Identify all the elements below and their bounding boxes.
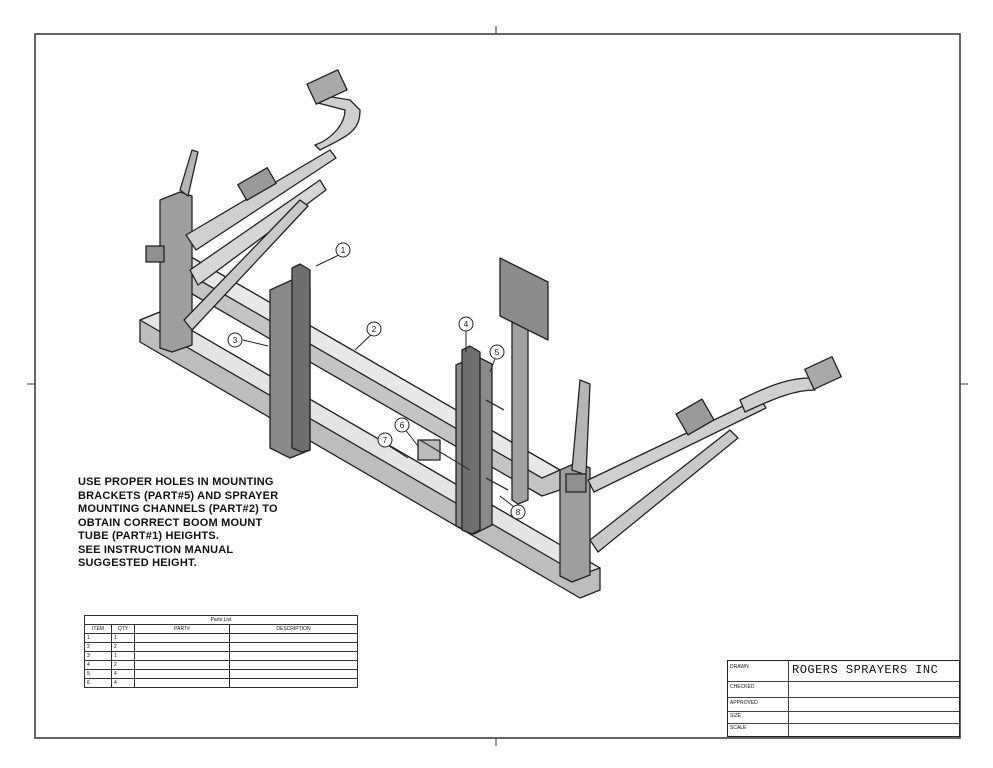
- left-arm-brace: [185, 149, 337, 251]
- center-post: [511, 305, 529, 505]
- balloon-numbers: 1 2 3 4 5 6 7 8: [233, 246, 521, 517]
- col-header: PART#: [134, 624, 230, 634]
- cell-qty: 2: [111, 660, 135, 670]
- cell-desc: [229, 678, 358, 688]
- cell-qty: 4: [111, 678, 135, 688]
- note-line: MOUNTING CHANNELS (PART#2) TO: [78, 503, 278, 515]
- title-block-row: [728, 711, 959, 724]
- col-header: ITEM: [84, 624, 112, 634]
- title-block-label: CHECKED: [730, 684, 755, 690]
- col-header: QTY: [111, 624, 135, 634]
- title-block: ROGERS SPRAYERS INC DRAWN CHECKED APPROV…: [727, 660, 960, 737]
- cell-item: 4: [84, 660, 112, 670]
- col-header: DESCRIPTION: [229, 624, 358, 634]
- cell-item: 1: [84, 633, 112, 643]
- balloon-1: [335, 242, 351, 258]
- balloon-number: 6: [400, 421, 405, 430]
- mount-plate: [499, 257, 549, 341]
- balloon-number: 7: [383, 436, 388, 445]
- cell-qty: 4: [111, 669, 135, 679]
- left-post-tab: [179, 149, 199, 197]
- balloon-6: [394, 417, 410, 433]
- left-post: [159, 191, 193, 353]
- cell-desc: [229, 633, 358, 643]
- cell-desc: [229, 669, 358, 679]
- cell-part: [134, 651, 230, 661]
- balloon-3: [227, 332, 243, 348]
- title-block-divider: [788, 661, 789, 736]
- balloon-8: [510, 504, 526, 520]
- title-block-row: [728, 681, 959, 698]
- cell-item: 5: [84, 669, 112, 679]
- cell-qty: 1: [111, 651, 135, 661]
- left-arm-bracket: [306, 69, 348, 105]
- installation-note: USE PROPER HOLES IN MOUNTING BRACKETS (P…: [78, 476, 378, 571]
- note-line: USE PROPER HOLES IN MOUNTING: [78, 476, 274, 488]
- balloon-number: 5: [495, 348, 500, 357]
- note-line: OBTAIN CORRECT BOOM MOUNT: [78, 516, 263, 529]
- cell-part: [134, 633, 230, 643]
- boom-mount-isometric: [139, 69, 842, 599]
- cell-desc: [229, 651, 358, 661]
- balloon-2: [366, 321, 382, 337]
- cell-item: 6: [84, 678, 112, 688]
- title-block-label: DRAWN: [730, 664, 749, 670]
- cell-part: [134, 642, 230, 652]
- right-arm-end: [739, 377, 816, 413]
- title-block-label: APPROVED: [730, 700, 758, 706]
- cell-qty: 2: [111, 642, 135, 652]
- balloon-number: 3: [233, 336, 238, 345]
- title-block-row: [728, 697, 959, 712]
- balloon-callouts: [227, 242, 526, 520]
- balloon-number: 1: [341, 246, 346, 255]
- note-line: BRACKETS (PART#5) AND SPRAYER: [78, 489, 279, 502]
- parts-list-caption: Parts List: [84, 615, 358, 625]
- title-block-row: [728, 661, 959, 682]
- cell-qty: 1: [111, 633, 135, 643]
- drawing-border: [34, 33, 961, 739]
- note-line: TUBE (PART#1) HEIGHTS.: [78, 530, 220, 542]
- cell-part: [134, 669, 230, 679]
- balloon-7: [377, 432, 393, 448]
- company-name: ROGERS SPRAYERS INC: [792, 663, 939, 677]
- note-line: SEE INSTRUCTION MANUAL: [78, 543, 234, 556]
- balloon-5: [489, 344, 505, 360]
- balloon-number: 8: [516, 508, 521, 517]
- right-arm-bracket: [804, 356, 842, 390]
- note-line: SUGGESTED HEIGHT.: [78, 557, 197, 569]
- cell-part: [134, 678, 230, 688]
- title-block-label: SIZE: [730, 713, 742, 719]
- cell-part: [134, 660, 230, 670]
- cell-desc: [229, 660, 358, 670]
- left-arm-end: [314, 94, 361, 151]
- cell-item: 3: [84, 651, 112, 661]
- cell-item: 2: [84, 642, 112, 652]
- balloon-number: 2: [372, 325, 377, 334]
- parts-list-header: ITEM QTY PART# DESCRIPTION: [84, 624, 358, 634]
- balloon-4: [458, 316, 474, 332]
- title-block-label: SCALE: [730, 725, 747, 731]
- right-post-tab: [571, 379, 591, 476]
- cell-desc: [229, 642, 358, 652]
- balloon-number: 4: [464, 320, 469, 329]
